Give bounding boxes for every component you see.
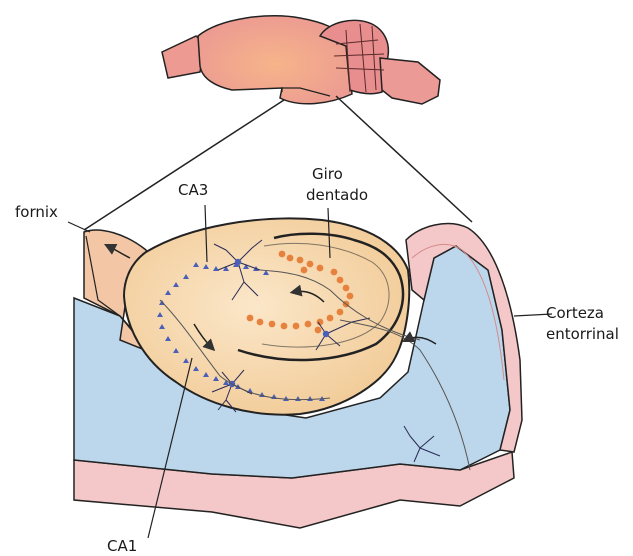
projection-lines [84, 96, 472, 230]
brain-illustration [162, 16, 440, 104]
label-dentado: dentado [306, 186, 368, 204]
label-giro: Giro [312, 165, 343, 183]
label-fornix: fornix [15, 203, 58, 221]
label-ca3: CA3 [178, 181, 208, 199]
label-entorrinal: entorrinal [546, 325, 619, 343]
label-corteza: Corteza [546, 304, 604, 322]
label-ca1: CA1 [107, 537, 137, 555]
brainstem [380, 58, 440, 104]
